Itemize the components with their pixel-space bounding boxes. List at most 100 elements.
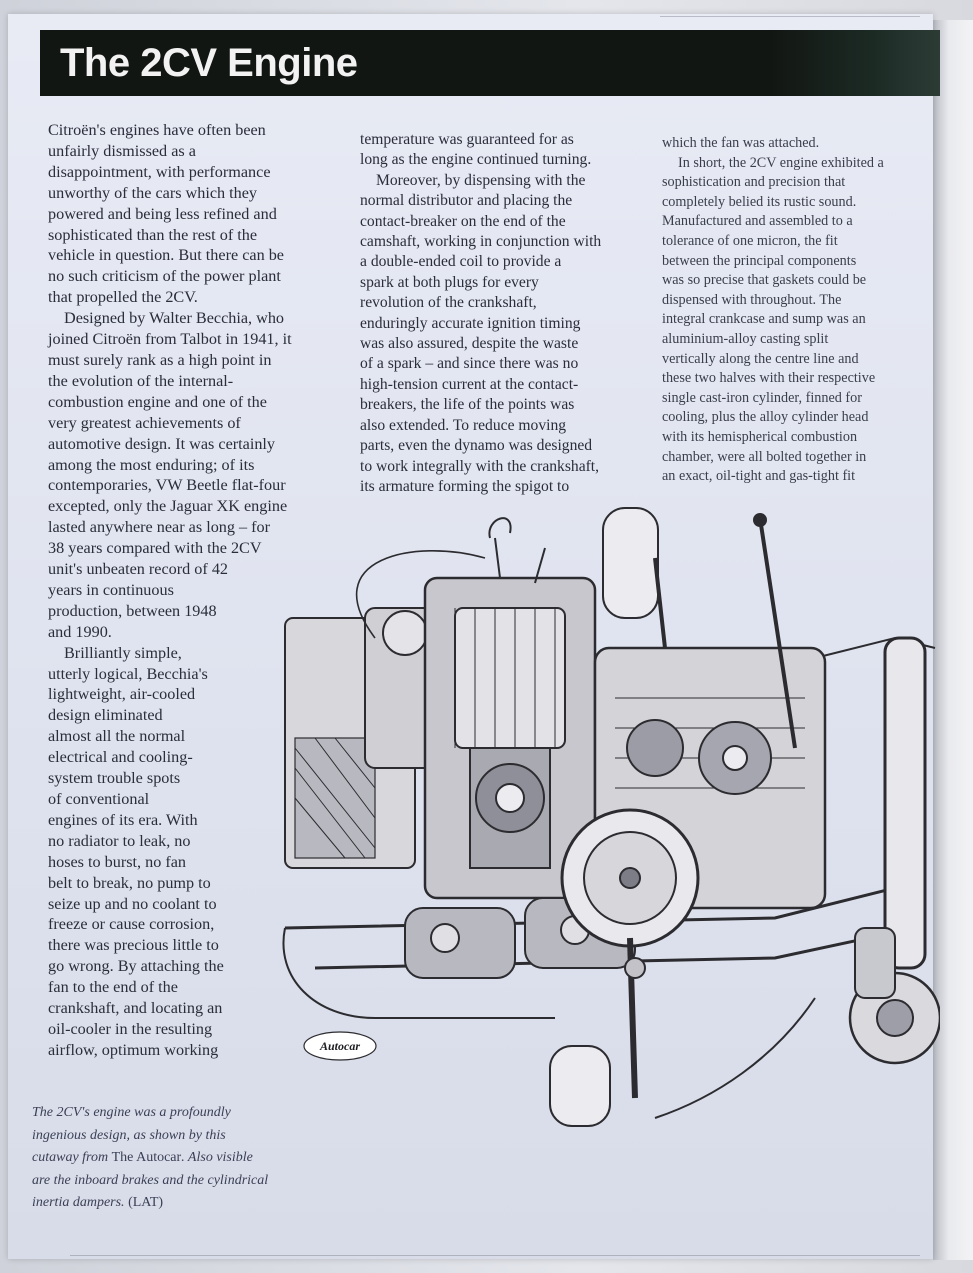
text-line: lasted anywhere near as long – for bbox=[48, 518, 271, 537]
text-line: an exact, oil-tight and gas-tight fit bbox=[662, 468, 856, 485]
text-line: there was precious little to bbox=[48, 936, 219, 955]
text-line: and 1990. bbox=[48, 622, 112, 641]
text-line: enduringly accurate ignition timing bbox=[360, 314, 581, 332]
text-line: belt to break, no pump to bbox=[48, 873, 211, 892]
text-line: unit's unbeaten record of 42 bbox=[48, 560, 229, 579]
text-line: sophisticated than the rest of the bbox=[48, 225, 258, 244]
text-line: integral crankcase and sump was an bbox=[662, 311, 866, 328]
text-line: seize up and no coolant to bbox=[48, 894, 217, 913]
text-line: unworthy of the cars which they bbox=[48, 183, 258, 202]
text-line: lightweight, air-cooled bbox=[48, 685, 196, 704]
text-line: no such criticism of the power plant bbox=[48, 267, 281, 286]
text-line: camshaft, working in conjunction with bbox=[360, 233, 602, 251]
text-line: Manufactured and assembled to a bbox=[662, 213, 853, 230]
page-title: The 2CV Engine bbox=[60, 41, 358, 85]
top-rule bbox=[660, 16, 920, 17]
text-line: to work integrally with the crankshaft, bbox=[360, 457, 600, 475]
text-line: combustion engine and one of the bbox=[48, 392, 267, 411]
text-line: revolution of the crankshaft, bbox=[360, 294, 537, 312]
text-line: among the most enduring; of its bbox=[48, 455, 255, 474]
text-line: cooling, plus the alloy cylinder head bbox=[662, 409, 869, 426]
title-bar: The 2CV Engine bbox=[40, 30, 940, 96]
caption-line: are the inboard brakes and the cylindric… bbox=[32, 1172, 269, 1188]
caption-line: ingenious design, as shown by this bbox=[32, 1127, 226, 1143]
text-line: Brilliantly simple, bbox=[64, 643, 182, 662]
text-line: of conventional bbox=[48, 790, 150, 808]
title-bar-accent bbox=[770, 30, 940, 96]
text-line: with its hemispherical combustion bbox=[662, 428, 858, 445]
text-line: fan to the end of the bbox=[48, 978, 178, 997]
text-line: tolerance of one micron, the fit bbox=[662, 232, 838, 249]
text-line: the evolution of the internal- bbox=[48, 371, 234, 390]
text-line: completely belied its rustic sound. bbox=[662, 193, 857, 210]
caption-line: inertia dampers. (LAT) bbox=[32, 1195, 164, 1210]
caption-line: cutaway from The Autocar. Also visible bbox=[32, 1150, 253, 1165]
text-line: very greatest achievements of bbox=[48, 413, 241, 432]
text-line: 38 years compared with the 2CV bbox=[48, 539, 262, 558]
text-column-1: Citroën's engines have often been unfairl… bbox=[48, 120, 338, 1061]
text-line: which the fan was attached. bbox=[662, 135, 820, 151]
text-line: contemporaries, VW Beetle flat-four bbox=[48, 476, 286, 495]
text-line: hoses to burst, no fan bbox=[48, 852, 187, 871]
caption-source: The Autocar bbox=[111, 1150, 182, 1165]
text-line: was also assured, despite the waste bbox=[360, 335, 579, 353]
text-line: a double-ended coil to provide a bbox=[360, 253, 562, 271]
text-line: of a spark – and since there was no bbox=[360, 355, 579, 373]
text-line: temperature was guaranteed for as bbox=[360, 131, 574, 148]
text-line: vehicle in question. But there can be bbox=[48, 246, 284, 265]
text-line: joined Citroën from Talbot in 1941, it bbox=[48, 330, 292, 349]
text-line: go wrong. By attaching the bbox=[48, 957, 224, 976]
text-line: disappointment, with performance bbox=[48, 162, 271, 181]
text-line: vertically along the centre line and bbox=[662, 350, 859, 367]
text-line: powered and being less refined and bbox=[48, 204, 277, 223]
text-line: spark at both plugs for every bbox=[360, 273, 539, 291]
text-line: system trouble spots bbox=[48, 769, 181, 788]
text-line: must surely rank as a high point in bbox=[48, 350, 272, 369]
engine-cutaway-illustration: Autocar bbox=[282, 507, 940, 1127]
autocar-logo: Autocar bbox=[303, 1031, 377, 1061]
text-line: Moreover, by dispensing with the bbox=[376, 171, 586, 189]
text-line: that propelled the 2CV. bbox=[48, 288, 198, 307]
caption-credit: (LAT) bbox=[128, 1195, 164, 1210]
text-line: high-tension current at the contact- bbox=[360, 375, 579, 393]
text-line: unfairly dismissed as a bbox=[48, 141, 196, 160]
text-line: years in continuous bbox=[48, 580, 174, 599]
text-line: chamber, were all bolted together in bbox=[662, 448, 867, 465]
illustration-caption: The 2CV's engine was a profoundly ingeni… bbox=[32, 1102, 332, 1215]
text-line: these two halves with their respective bbox=[662, 370, 876, 387]
text-line: normal distributor and placing the bbox=[360, 192, 573, 210]
caption-line: The 2CV's engine was a profoundly bbox=[32, 1105, 231, 1120]
text-line: electrical and cooling- bbox=[48, 748, 193, 767]
text-line: also extended. To reduce moving bbox=[360, 416, 567, 434]
footer-rule bbox=[70, 1255, 920, 1256]
text-line: production, between 1948 bbox=[48, 601, 217, 620]
text-line: between the principal components bbox=[662, 252, 857, 269]
text-line: was so precise that gaskets could be bbox=[662, 272, 867, 289]
text-column-3: which the fan was attached. In short, the… bbox=[662, 134, 920, 487]
text-line: sophistication and precision that bbox=[662, 174, 846, 191]
text-column-2: temperature was guaranteed for as long as… bbox=[360, 130, 650, 497]
text-line: crankshaft, and locating an bbox=[48, 999, 223, 1018]
text-line: dispensed with throughout. The bbox=[662, 291, 842, 308]
text-line: design eliminated bbox=[48, 706, 163, 725]
svg-text:Autocar: Autocar bbox=[319, 1039, 360, 1053]
text-line: Citroën's engines have often been bbox=[48, 121, 266, 139]
text-line: contact-breaker on the end of the bbox=[360, 212, 566, 230]
text-line: Designed by Walter Becchia, who bbox=[64, 309, 285, 328]
text-line: parts, even the dynamo was designed bbox=[360, 437, 593, 455]
text-line: long as the engine continued turning. bbox=[360, 151, 592, 169]
text-line: utterly logical, Becchia's bbox=[48, 664, 208, 683]
text-line: single cast-iron cylinder, finned for bbox=[662, 389, 862, 406]
text-line: freeze or cause corrosion, bbox=[48, 915, 215, 934]
text-line: excepted, only the Jaguar XK engine bbox=[48, 497, 288, 516]
text-line: aluminium-alloy casting split bbox=[662, 330, 829, 347]
text-line: In short, the 2CV engine exhibited a bbox=[678, 154, 884, 171]
text-line: its armature forming the spigot to bbox=[360, 477, 570, 495]
text-line: almost all the normal bbox=[48, 727, 186, 746]
text-line: airflow, optimum working bbox=[48, 1040, 219, 1059]
text-line: breakers, the life of the points was bbox=[360, 396, 575, 414]
text-line: oil-cooler in the resulting bbox=[48, 1019, 213, 1038]
text-line: engines of its era. With bbox=[48, 810, 198, 829]
text-line: automotive design. It was certainly bbox=[48, 434, 276, 453]
text-line: no radiator to leak, no bbox=[48, 831, 191, 850]
